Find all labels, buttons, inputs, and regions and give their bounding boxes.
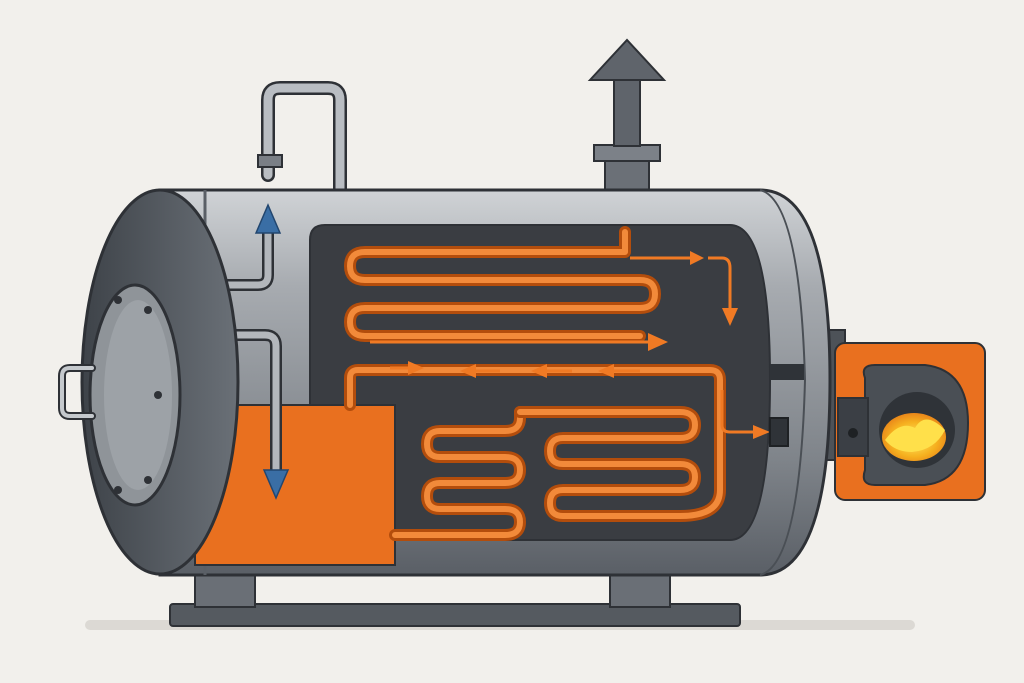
- water-down-arrow-icon: [262, 469, 290, 500]
- flow-arrow-icon: [630, 251, 704, 265]
- flow-arrow-icon: [370, 333, 668, 351]
- hot-gas-flow-arrows: [370, 251, 770, 439]
- lower-fire-tube-coil: [344, 364, 726, 541]
- flow-arrow-icon: [390, 361, 424, 375]
- flow-arrow-icon: [460, 364, 500, 378]
- flow-arrow-icon: [720, 390, 770, 439]
- front-access-door: [58, 188, 240, 576]
- burner-flame-icon: [882, 413, 946, 461]
- steam-outlet-pipe: [257, 81, 347, 197]
- upper-fire-tube-coil: [344, 226, 661, 342]
- flow-arrow-icon: [531, 364, 572, 378]
- chimney-stack-icon: [587, 38, 667, 196]
- burner-nozzle: [769, 364, 804, 447]
- door-handle-icon[interactable]: [58, 364, 96, 420]
- water-up-arrow-icon: [254, 203, 282, 234]
- water-return-pipe: [204, 203, 290, 500]
- flow-arrow-icon: [598, 364, 640, 378]
- flow-arrow-icon: [708, 256, 738, 326]
- burner-assembly: [814, 329, 986, 501]
